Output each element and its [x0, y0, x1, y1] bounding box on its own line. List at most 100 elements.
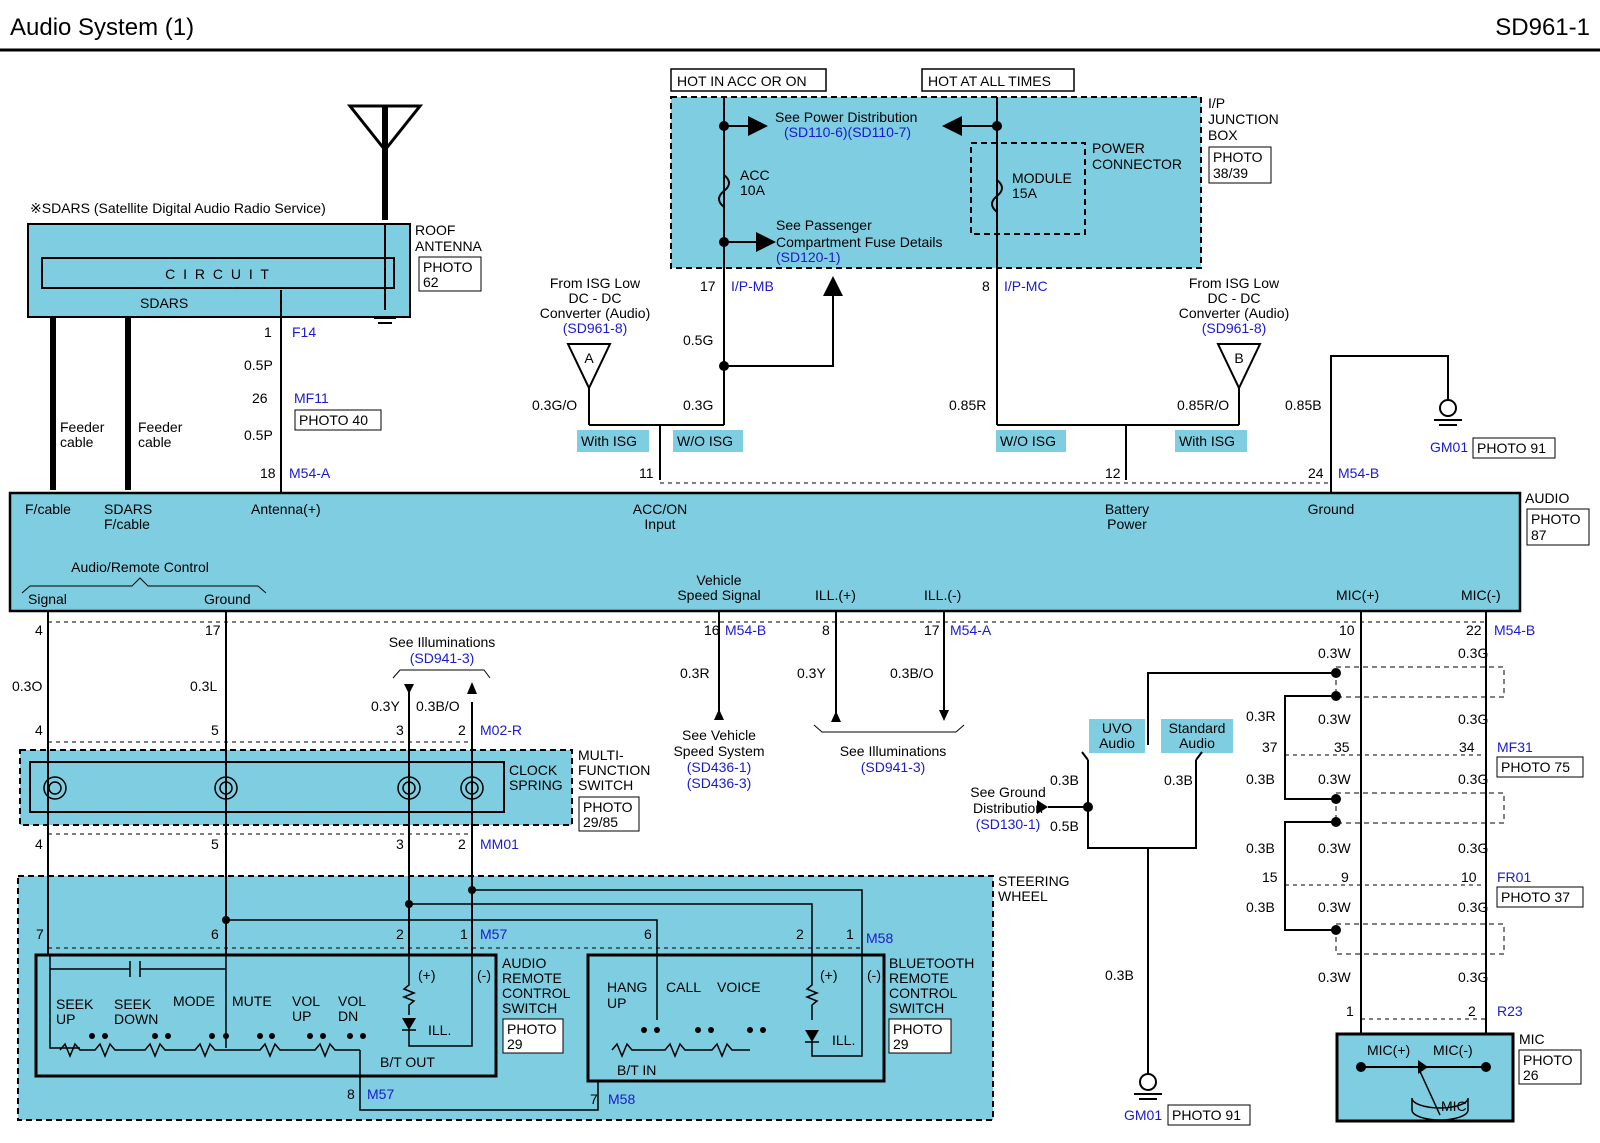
see-ill-ref-top[interactable]: (SD941-3) — [410, 650, 475, 666]
pin-4-mid: 4 — [35, 722, 43, 738]
isg-right-ref[interactable]: (SD961-8) — [1202, 320, 1267, 336]
isg-left-ref[interactable]: (SD961-8) — [563, 320, 628, 336]
sw-hang-1: HANG — [607, 979, 647, 995]
steering-wheel-2: WHEEL — [998, 888, 1048, 904]
conn-m54b-mic[interactable]: M54-B — [1494, 622, 1535, 638]
sw-hang-2: UP — [607, 995, 626, 1011]
conn-m54a-top[interactable]: M54-A — [289, 465, 331, 481]
pin-8-ill: 8 — [822, 622, 830, 638]
pin-5-low: 5 — [211, 836, 219, 852]
mfs-1: MULTI- — [578, 747, 624, 763]
see-vss-ref-2[interactable]: (SD436-3) — [687, 775, 752, 791]
pin-8: 8 — [982, 278, 990, 294]
mic-label: MIC — [1519, 1031, 1545, 1047]
see-ground-ref[interactable]: (SD130-1) — [976, 816, 1041, 832]
pin-ground: Ground — [1308, 501, 1355, 517]
conn-m54a-ill[interactable]: M54-A — [950, 622, 992, 638]
wire-085b: 0.85B — [1285, 397, 1322, 413]
circuit-label: C I R C U I T — [165, 266, 271, 282]
pin-12: 12 — [1105, 465, 1121, 481]
conn-ip-mc[interactable]: I/P-MC — [1004, 278, 1048, 294]
conn-m54b-vss[interactable]: M54-B — [725, 622, 766, 638]
arcs-4: SWITCH — [502, 1000, 557, 1016]
ground-gm01-top[interactable]: GM01 — [1430, 439, 1468, 455]
sdars-label: SDARS — [140, 295, 188, 311]
wire-03b-std: 0.3B — [1164, 772, 1193, 788]
pin-34: 34 — [1459, 739, 1475, 755]
btrcs-2: REMOTE — [889, 970, 949, 986]
conn-mf31[interactable]: MF31 — [1497, 739, 1533, 755]
pin-6-m58: 6 — [644, 926, 652, 942]
bt-out-label: B/T OUT — [380, 1054, 435, 1070]
standard-1: Standard — [1169, 720, 1226, 736]
ground-gm01-bottom[interactable]: GM01 — [1124, 1107, 1162, 1123]
bt-switch-contacts — [641, 1027, 766, 1033]
sw-seek-up-2: UP — [56, 1011, 75, 1027]
bt-in-label: B/T IN — [617, 1062, 656, 1078]
wire-03b-uvo: 0.3B — [1050, 772, 1079, 788]
pin-37: 37 — [1262, 739, 1278, 755]
conn-m57-bottom[interactable]: M57 — [367, 1086, 394, 1102]
conn-mf11[interactable]: MF11 — [294, 390, 329, 406]
wire-03g-3: 0.3G — [1458, 771, 1488, 787]
conn-m54b-top[interactable]: M54-B — [1338, 465, 1379, 481]
audio-photo-2: 87 — [1531, 527, 1547, 543]
see-pass-ref[interactable]: (SD120-1) — [776, 249, 841, 265]
see-vss-ref-1[interactable]: (SD436-1) — [687, 759, 752, 775]
conn-ip-mb[interactable]: I/P-MB — [731, 278, 774, 294]
feeder-2-a: Feeder — [138, 419, 183, 435]
pin-antenna: Antenna(+) — [251, 501, 321, 517]
pin-22-mic: 22 — [1466, 622, 1482, 638]
pin-acc-1: ACC/ON — [633, 501, 687, 517]
conn-m58-bottom[interactable]: M58 — [608, 1091, 635, 1107]
feeder-2-b: cable — [138, 434, 172, 450]
pin-15: 15 — [1262, 869, 1278, 885]
uvo-1: UVO — [1102, 720, 1132, 736]
pin-vss-1: Vehicle — [696, 572, 741, 588]
audio-switch-contacts — [89, 1033, 366, 1039]
wire-085ro: 0.85R/O — [1177, 397, 1229, 413]
pin-ground-2: Ground — [204, 591, 251, 607]
wire-03b-r3: 0.3B — [1246, 899, 1275, 915]
sw-call: CALL — [666, 979, 701, 995]
wire-03b-r2: 0.3B — [1246, 840, 1275, 856]
clock-spring-2: SPRING — [509, 777, 563, 793]
pin-fcable: F/cable — [25, 501, 71, 517]
wire-05g: 0.5G — [683, 332, 713, 348]
wire-03g-2: 0.3G — [1458, 711, 1488, 727]
conn-m02r[interactable]: M02-R — [480, 722, 522, 738]
conn-r23[interactable]: R23 — [1497, 1003, 1523, 1019]
sw-vol-up-1: VOL — [292, 993, 320, 1009]
wo-isg-right: W/O ISG — [1000, 433, 1056, 449]
steering-wheel-1: STEERING — [998, 873, 1070, 889]
ant-pin26: 26 — [252, 390, 268, 406]
power-connector-label-1: POWER — [1092, 140, 1145, 156]
sw-voice: VOICE — [717, 979, 761, 995]
pin-16: 16 — [704, 622, 720, 638]
conn-mm01[interactable]: MM01 — [480, 836, 519, 852]
wire-03o: 0.3O — [12, 678, 42, 694]
wire-03r-right: 0.3R — [1246, 708, 1276, 724]
pin-acc-2: Input — [644, 516, 675, 532]
see-ill-ref-bottom[interactable]: (SD941-3) — [861, 759, 926, 775]
pin-3-low: 3 — [396, 836, 404, 852]
bluetooth-remote-switch-box — [586, 953, 886, 1083]
mic-unit — [1335, 1032, 1515, 1123]
photo-40: PHOTO 40 — [299, 412, 368, 428]
wire-03w-4: 0.3W — [1318, 840, 1351, 856]
roof-antenna-2: ANTENNA — [415, 238, 483, 254]
arcs-photo-2: 29 — [507, 1036, 523, 1052]
see-power-ref[interactable]: (SD110-6)(SD110-7) — [784, 124, 911, 140]
conn-f14[interactable]: F14 — [292, 324, 316, 340]
conn-m58-top[interactable]: M58 — [866, 930, 893, 946]
bt-resistor-ladder — [611, 1042, 750, 1058]
wire-03g-5: 0.3G — [1458, 899, 1488, 915]
conn-m57-top[interactable]: M57 — [480, 926, 507, 942]
sw-mute: MUTE — [232, 993, 272, 1009]
audio-remote-control-label: Audio/Remote Control — [71, 559, 209, 575]
wire-03g-4: 0.3G — [1458, 840, 1488, 856]
pin-1-m57: 1 — [460, 926, 468, 942]
wire-03g-1: 0.3G — [1458, 645, 1488, 661]
pin-17-ill: 17 — [924, 622, 940, 638]
conn-fr01[interactable]: FR01 — [1497, 869, 1531, 885]
